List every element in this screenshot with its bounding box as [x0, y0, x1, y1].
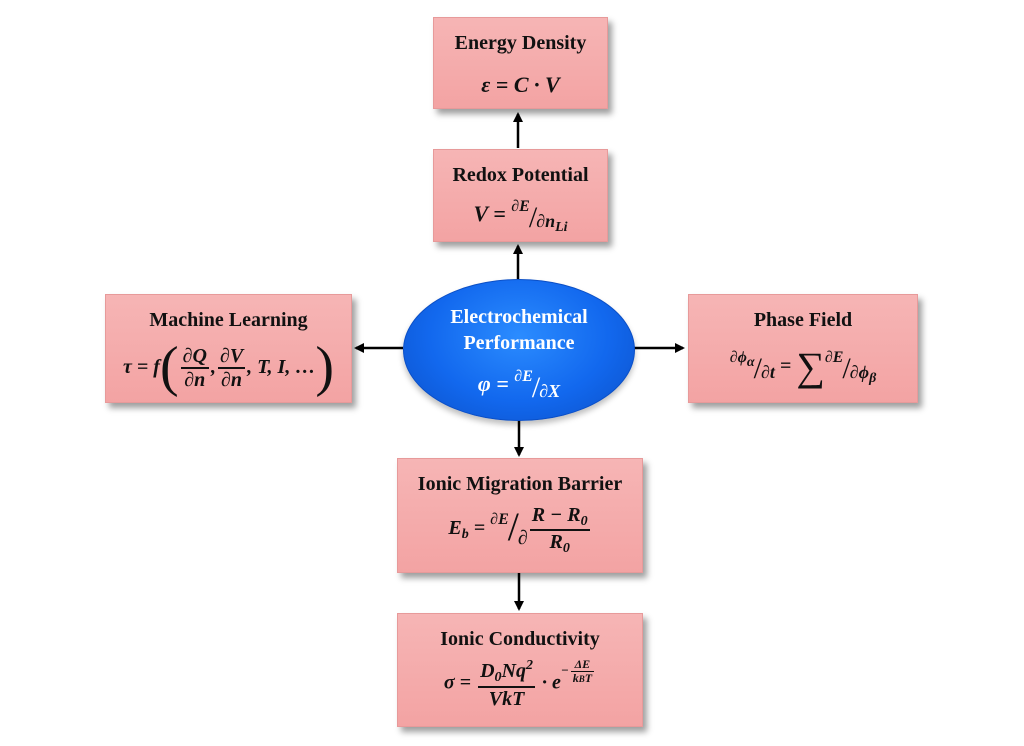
center-formula: φ = ∂E/∂X: [477, 368, 561, 404]
energy-density-formula: ε = C · V: [481, 72, 560, 97]
energy-density-box: Energy Density ε = C · V: [433, 17, 608, 109]
phase-field-formula: ∂ϕα/∂t = ∑∂E/∂ϕβ: [729, 344, 877, 389]
ionic-conductivity-title: Ionic Conductivity: [440, 628, 600, 650]
redox-potential-box: Redox Potential V = ∂E/∂nLi: [433, 149, 608, 242]
machine-learning-box: Machine Learning τ = f(∂Q∂n,∂V∂n, T, I, …: [105, 294, 352, 403]
center-title-line2: Performance: [463, 332, 575, 354]
phase-field-title: Phase Field: [753, 309, 853, 331]
electrochemical-performance-node: Electrochemical Performance φ = ∂E/∂X: [403, 279, 635, 421]
redox-potential-title: Redox Potential: [452, 164, 589, 186]
machine-learning-title: Machine Learning: [149, 309, 308, 331]
center-title-line1: Electrochemical: [450, 306, 588, 328]
redox-potential-formula: V = ∂E/∂nLi: [473, 198, 568, 235]
energy-density-title: Energy Density: [454, 32, 587, 54]
phase-field-box: Phase Field ∂ϕα/∂t = ∑∂E/∂ϕβ: [688, 294, 918, 403]
machine-learning-formula: τ = f(∂Q∂n,∂V∂n, T, I, …): [122, 336, 334, 398]
ionic-migration-barrier-title: Ionic Migration Barrier: [417, 473, 623, 495]
